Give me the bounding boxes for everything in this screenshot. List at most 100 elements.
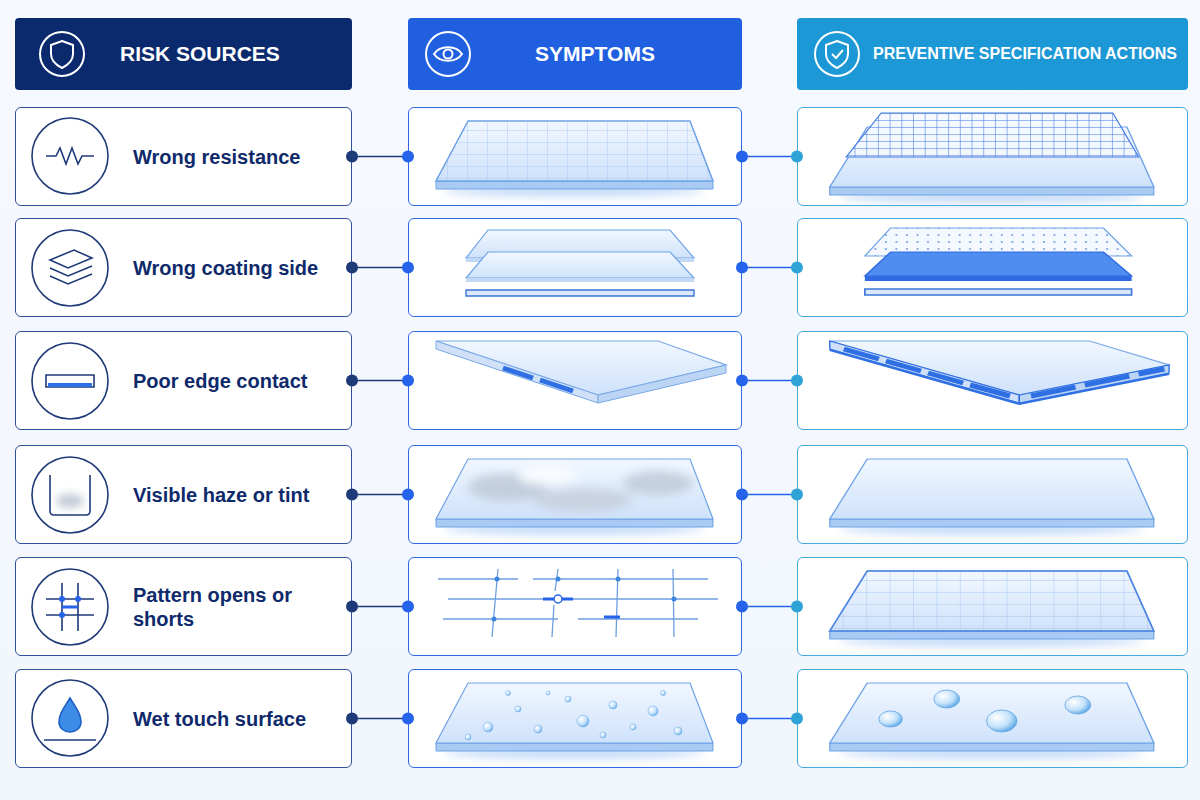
- connector-dot: [791, 151, 803, 163]
- droplet-icon: [32, 680, 108, 756]
- connector-dot: [402, 601, 414, 613]
- connector: [736, 601, 803, 613]
- column-header: RISK SOURCES: [15, 18, 352, 90]
- connector: [736, 375, 803, 387]
- repellent-panel: [830, 683, 1154, 759]
- broken-pattern: [438, 569, 718, 637]
- symptom-box: [408, 445, 742, 544]
- header-label: SYMPTOMS: [535, 42, 655, 66]
- action-box: [797, 107, 1188, 206]
- connector-line: [352, 718, 408, 720]
- connector-dot: [736, 489, 748, 501]
- layers-icon: [32, 230, 108, 306]
- connector-dot: [346, 375, 358, 387]
- connector-dot: [791, 713, 803, 725]
- connector: [736, 489, 803, 501]
- correct-layers: [865, 228, 1132, 295]
- connector: [346, 375, 414, 387]
- shield-check-icon: [815, 32, 859, 76]
- symptom-box: [408, 218, 742, 317]
- column-header: SYMPTOMS: [408, 18, 742, 90]
- connector-line: [352, 494, 408, 496]
- connector-dot: [736, 262, 748, 274]
- connector-dot: [402, 713, 414, 725]
- connector-dot: [346, 151, 358, 163]
- connector-line: [742, 494, 797, 496]
- clean-pattern: [830, 571, 1154, 647]
- risk-source-box: Visible haze or tint: [15, 445, 352, 544]
- eye-icon: [426, 32, 470, 76]
- symptom-box: [408, 669, 742, 768]
- connector-dot: [791, 601, 803, 613]
- connector-dot: [736, 601, 748, 613]
- hazy-panel: [436, 459, 713, 535]
- action-box: [797, 445, 1188, 544]
- connector: [346, 713, 414, 725]
- connector-line: [352, 380, 408, 382]
- connector: [346, 262, 414, 274]
- fine-grid-panel: [830, 113, 1154, 203]
- connector-dot: [402, 151, 414, 163]
- wet-panel: [436, 683, 713, 759]
- connector: [736, 262, 803, 274]
- risk-label: Visible haze or tint: [133, 483, 309, 507]
- risk-label: Wrong coating side: [133, 256, 318, 280]
- action-box: [797, 557, 1188, 656]
- haze-icon: [32, 457, 108, 533]
- connector-dot: [736, 375, 748, 387]
- connector-dot: [402, 489, 414, 501]
- shield-icon: [40, 32, 84, 76]
- connector: [346, 601, 414, 613]
- connector-line: [742, 156, 797, 158]
- risk-source-box: Pattern opens or shorts: [15, 557, 352, 656]
- risk-label: Pattern opens or shorts: [133, 583, 351, 631]
- risk-source-box: Wrong coating side: [15, 218, 352, 317]
- risk-source-box: Wet touch surface: [15, 669, 352, 768]
- action-box: [797, 218, 1188, 317]
- connector-line: [352, 267, 408, 269]
- connector-dot: [402, 375, 414, 387]
- symptom-box: [408, 331, 742, 430]
- risk-label: Wet touch surface: [133, 707, 306, 731]
- connector-dot: [736, 713, 748, 725]
- column-header: PREVENTIVE SPECIFICATION ACTIONS: [797, 18, 1188, 90]
- connector-dot: [346, 262, 358, 274]
- connector-line: [742, 606, 797, 608]
- connector-line: [742, 267, 797, 269]
- symptom-box: [408, 557, 742, 656]
- edge-contact-icon: [32, 343, 108, 419]
- connector-dot: [402, 262, 414, 274]
- resistance-icon: [32, 118, 108, 194]
- risk-label: Poor edge contact: [133, 369, 307, 393]
- connector-dot: [791, 262, 803, 274]
- connector-line: [352, 156, 408, 158]
- stacked-layers: [466, 230, 694, 296]
- connector-dot: [791, 375, 803, 387]
- connector-dot: [346, 601, 358, 613]
- clear-panel: [830, 459, 1154, 535]
- connector-dot: [346, 713, 358, 725]
- connector-dot: [736, 151, 748, 163]
- risk-label: Wrong resistance: [133, 145, 300, 169]
- symptom-box: [408, 107, 742, 206]
- connector-line: [742, 718, 797, 720]
- connector-line: [352, 606, 408, 608]
- edge-panel: [436, 341, 726, 403]
- risk-source-box: Poor edge contact: [15, 331, 352, 430]
- action-box: [797, 669, 1188, 768]
- connector-dot: [791, 489, 803, 501]
- connector: [346, 489, 414, 501]
- connector-dot: [346, 489, 358, 501]
- connector: [736, 151, 803, 163]
- grid-panel: [436, 121, 713, 197]
- edge-contact-panel: [830, 341, 1169, 404]
- risk-source-box: Wrong resistance: [15, 107, 352, 206]
- header-label: PREVENTIVE SPECIFICATION ACTIONS: [873, 45, 1177, 63]
- connector: [346, 151, 414, 163]
- header-label: RISK SOURCES: [120, 42, 280, 66]
- connector-line: [742, 380, 797, 382]
- connector: [736, 713, 803, 725]
- action-box: [797, 331, 1188, 430]
- grid-icon: [32, 569, 108, 645]
